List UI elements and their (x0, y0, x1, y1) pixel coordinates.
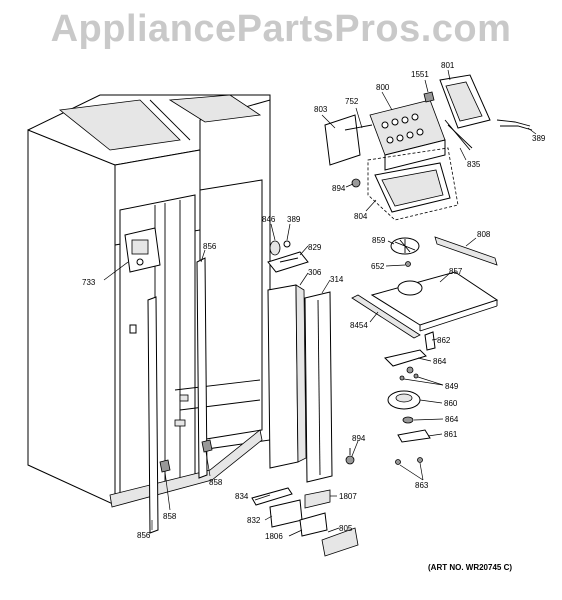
callout-306: 306 (308, 268, 322, 277)
callout-1551: 1551 (411, 70, 429, 79)
callout-389-b: 389 (287, 215, 301, 224)
callout-849: 849 (445, 382, 459, 391)
callout-804: 804 (354, 212, 368, 221)
refrigerator-cabinet (27, 94, 271, 508)
callout-856-b: 856 (137, 531, 151, 540)
callout-857: 857 (449, 267, 463, 276)
callout-652: 652 (371, 262, 385, 271)
callout-805: 805 (339, 524, 353, 533)
callout-1806: 1806 (265, 532, 283, 541)
callout-846: 846 (262, 215, 276, 224)
callout-894-a: 894 (332, 184, 346, 193)
callout-894-b: 894 (352, 434, 366, 443)
callout-752: 752 (345, 97, 359, 106)
callout-834: 834 (235, 492, 249, 501)
callout-8454: 8454 (350, 321, 368, 330)
callout-829: 829 (308, 243, 322, 252)
callout-832: 832 (247, 516, 261, 525)
callout-800: 800 (376, 83, 390, 92)
watermark-text: AppliancePartsPros.com (50, 8, 512, 50)
callout-803: 803 (314, 105, 328, 114)
door-panels (267, 284, 333, 483)
callout-861: 861 (444, 430, 458, 439)
evaporator-assembly (324, 74, 533, 221)
callout-835: 835 (467, 160, 481, 169)
callout-801: 801 (441, 61, 455, 70)
callout-733: 733 (82, 278, 96, 287)
callout-389-a: 389 (532, 134, 546, 143)
callout-864-b: 864 (445, 415, 459, 424)
door-strips (147, 257, 213, 534)
callout-864-a: 864 (433, 357, 447, 366)
callout-808: 808 (477, 230, 491, 239)
light-assembly (267, 240, 309, 273)
fan-motor-parts (345, 236, 499, 465)
callout-labels: 803 752 800 1551 801 389 835 894 804 846… (82, 61, 546, 541)
callout-856-a: 856 (203, 242, 217, 251)
callout-862: 862 (437, 336, 451, 345)
leader-lines (103, 69, 537, 537)
callout-1807: 1807 (339, 492, 357, 501)
callout-314: 314 (330, 275, 344, 284)
callout-860: 860 (444, 399, 458, 408)
callout-859: 859 (372, 236, 386, 245)
callout-858-a: 858 (209, 478, 223, 487)
bottom-parts (251, 487, 359, 557)
callout-858-b: 858 (163, 512, 177, 521)
callout-863: 863 (415, 481, 429, 490)
art-number: (ART NO. WR20745 C) (428, 563, 513, 572)
